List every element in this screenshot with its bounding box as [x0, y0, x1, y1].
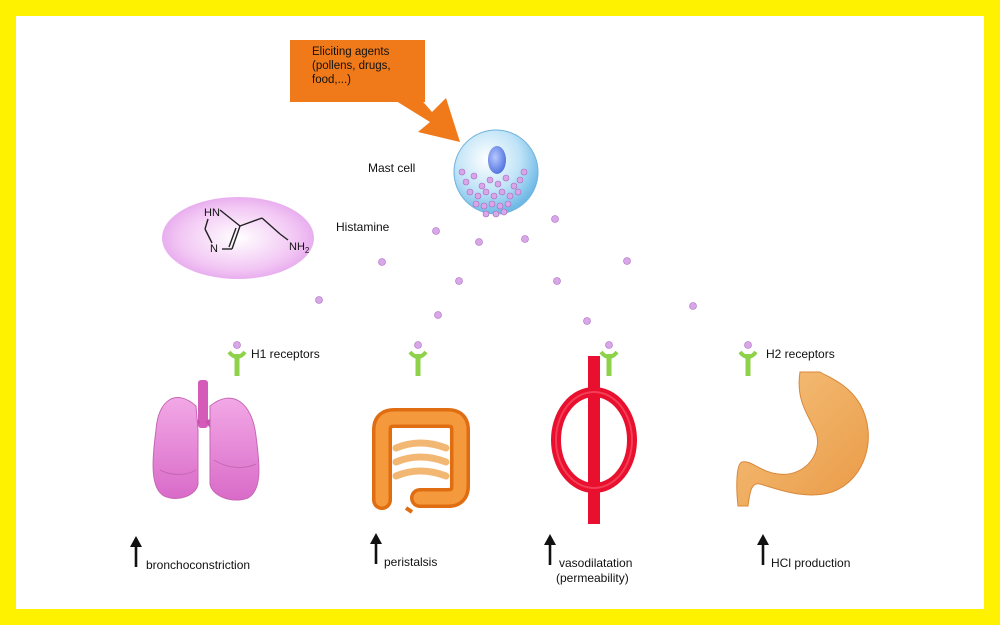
- right-lung: [209, 397, 260, 501]
- effect-peristalsis: peristalsis: [384, 555, 437, 569]
- receptors: [227, 341, 758, 376]
- histamine-granule: [475, 238, 483, 246]
- histamine-granule: [315, 296, 323, 304]
- molecule-n: N: [210, 243, 218, 255]
- granule: [490, 192, 498, 200]
- histamine-granule: [455, 277, 463, 285]
- histamine-granule: [432, 227, 440, 235]
- granule: [520, 168, 528, 176]
- trachea: [198, 380, 208, 428]
- granule: [516, 176, 524, 184]
- diagram-canvas: Eliciting agents (pollens, drugs, food,.…: [16, 16, 984, 609]
- increase-arrow-icon: [544, 534, 556, 565]
- granule: [472, 200, 480, 208]
- effect-hcl-production: HCl production: [771, 556, 850, 570]
- left-lung: [152, 397, 199, 499]
- histamine-granule: [378, 258, 386, 266]
- h2-receptors-label: H2 receptors: [766, 347, 835, 361]
- mast-cell-label: Mast cell: [368, 161, 415, 175]
- h1-receptors-label: H1 receptors: [251, 347, 320, 361]
- granule: [480, 202, 488, 210]
- granule: [504, 200, 512, 208]
- lungs: [152, 380, 260, 501]
- histamine-granule: [434, 311, 442, 319]
- effect-bronchoconstriction: bronchoconstriction: [146, 558, 250, 572]
- receptor-icon: [738, 341, 758, 376]
- granule: [496, 202, 504, 210]
- released-histamine: [315, 215, 697, 325]
- callout-arrow: [388, 96, 460, 142]
- granule: [478, 182, 486, 190]
- histamine-molecule: HN N NH2: [162, 197, 314, 279]
- granule: [514, 188, 522, 196]
- molecule-hn: HN: [204, 207, 220, 219]
- granule: [506, 192, 514, 200]
- callout-line-3: food,...): [312, 74, 351, 86]
- callout-line-1: Eliciting agents: [312, 46, 390, 58]
- increase-arrow-icon: [130, 536, 142, 567]
- granule: [510, 182, 518, 190]
- granule: [498, 188, 506, 196]
- blood-vessel: [551, 356, 637, 524]
- histamine-granule: [553, 277, 561, 285]
- molecule-ellipse: [162, 197, 314, 279]
- granule: [482, 188, 490, 196]
- granule: [486, 176, 494, 184]
- receptor-icon: [227, 341, 247, 376]
- mast-cell: [453, 129, 539, 218]
- granule: [462, 178, 470, 186]
- effect-permeability: (permeability): [556, 571, 629, 585]
- granule: [492, 210, 500, 218]
- intestine: [372, 408, 470, 514]
- cell-granules: [458, 168, 528, 218]
- histamine-granule: [551, 215, 559, 223]
- granule: [482, 210, 490, 218]
- receptor-icon: [408, 341, 428, 376]
- molecule-nh2: NH2: [289, 241, 310, 255]
- histamine-granule: [583, 317, 591, 325]
- granule: [470, 172, 478, 180]
- histamine-granule: [623, 257, 631, 265]
- molecule-structure: [204, 209, 289, 250]
- histamine-label: Histamine: [336, 220, 390, 234]
- stomach: [736, 371, 869, 507]
- granule: [458, 168, 466, 176]
- granule: [466, 188, 474, 196]
- histamine-granule: [521, 235, 529, 243]
- granule: [500, 208, 508, 216]
- granule: [502, 174, 510, 182]
- granule: [488, 200, 496, 208]
- vessel-trunk: [588, 356, 600, 524]
- histamine-diagram: Eliciting agents (pollens, drugs, food,.…: [130, 40, 869, 585]
- granule: [474, 192, 482, 200]
- receptor-icon: [599, 341, 619, 376]
- nucleus: [488, 146, 506, 174]
- effects: [130, 533, 769, 567]
- granule: [494, 180, 502, 188]
- callout-box: [290, 40, 425, 102]
- histamine-granule: [689, 302, 697, 310]
- callout-line-2: (pollens, drugs,: [312, 60, 391, 72]
- increase-arrow-icon: [757, 534, 769, 565]
- eliciting-agents-callout: Eliciting agents (pollens, drugs, food,.…: [290, 40, 460, 142]
- increase-arrow-icon: [370, 533, 382, 564]
- effect-vasodilatation: vasodilatation: [559, 556, 632, 570]
